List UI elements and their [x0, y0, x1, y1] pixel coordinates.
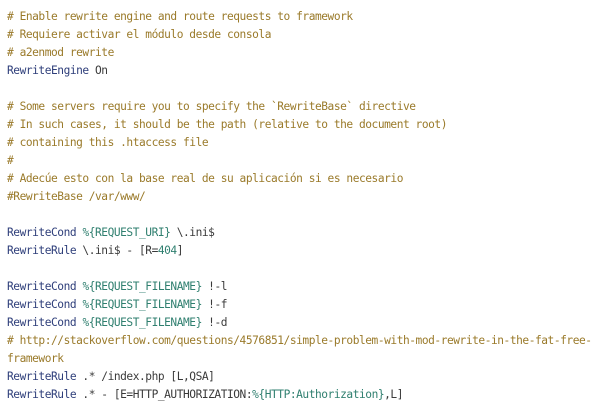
comment-text: # http://stackoverflow.com/questions/457…	[7, 334, 592, 347]
directive-argument: .* - [E=HTTP_AUTHORIZATION:	[76, 388, 253, 401]
code-line-21: RewriteRule .* /index.php [L,QSA]	[7, 368, 600, 386]
directive-argument: !-l	[201, 280, 228, 293]
directive-keyword: RewriteCond	[7, 316, 77, 329]
comment-text: # a2enmod rewrite	[7, 46, 114, 59]
flag-close: ]	[176, 244, 184, 257]
code-line-7: # In such cases, it should be the path (…	[7, 116, 600, 134]
comment-text: # In such cases, it should be the path (…	[7, 118, 447, 131]
comment-text: #	[7, 154, 14, 167]
directive-keyword: RewriteRule	[7, 388, 77, 401]
comment-text: # Adecúe esto con la base real de su apl…	[7, 172, 403, 185]
comment-text: # containing this .htaccess file	[7, 136, 209, 149]
server-variable: %{REQUEST_FILENAME}	[82, 280, 202, 293]
directive-argument: !-d	[201, 316, 228, 329]
directive-keyword: RewriteRule	[7, 370, 77, 383]
directive-keyword: RewriteCond	[7, 298, 77, 311]
code-line-20: framework	[7, 350, 600, 368]
code-line-22: RewriteRule .* - [E=HTTP_AUTHORIZATION:%…	[7, 386, 600, 404]
code-line-12-blank	[7, 206, 600, 224]
directive-argument: \.ini$	[170, 226, 215, 239]
code-line-9: #	[7, 152, 600, 170]
code-line-17: RewriteCond %{REQUEST_FILENAME} !-f	[7, 296, 600, 314]
server-variable: %{HTTP:Authorization}	[252, 388, 385, 401]
comment-text: framework	[7, 352, 64, 365]
code-line-14: RewriteRule \.ini$ - [R=404]	[7, 242, 600, 260]
directive-keyword: RewriteRule	[7, 244, 77, 257]
code-line-10: # Adecúe esto con la base real de su apl…	[7, 170, 600, 188]
code-line-3: # a2enmod rewrite	[7, 44, 600, 62]
code-line-6: # Some servers require you to specify th…	[7, 98, 600, 116]
code-line-16: RewriteCond %{REQUEST_FILENAME} !-l	[7, 278, 600, 296]
code-line-1: # Enable rewrite engine and route reques…	[7, 8, 600, 26]
server-variable: %{REQUEST_URI}	[82, 226, 171, 239]
code-line-19: # http://stackoverflow.com/questions/457…	[7, 332, 600, 350]
comment-text: #RewriteBase /var/www/	[7, 190, 146, 203]
directive-argument: On	[88, 64, 108, 77]
code-line-15-blank	[7, 260, 600, 278]
code-line-11: #RewriteBase /var/www/	[7, 188, 600, 206]
directive-keyword: RewriteCond	[7, 280, 77, 293]
directive-keyword: RewriteCond	[7, 226, 77, 239]
code-line-13: RewriteCond %{REQUEST_URI} \.ini$	[7, 224, 600, 242]
code-line-5-blank	[7, 80, 600, 98]
server-variable: %{REQUEST_FILENAME}	[82, 298, 202, 311]
directive-keyword: RewriteEngine	[7, 64, 89, 77]
flag-close: ,L]	[384, 388, 403, 401]
comment-text: # Requiere activar el módulo desde conso…	[7, 28, 271, 41]
code-line-4: RewriteEngine On	[7, 62, 600, 80]
status-code: 404	[157, 244, 177, 257]
comment-text: # Enable rewrite engine and route reques…	[7, 10, 353, 23]
directive-argument: !-f	[201, 298, 228, 311]
code-line-2: # Requiere activar el módulo desde conso…	[7, 26, 600, 44]
code-line-18: RewriteCond %{REQUEST_FILENAME} !-d	[7, 314, 600, 332]
server-variable: %{REQUEST_FILENAME}	[82, 316, 202, 329]
code-line-8: # containing this .htaccess file	[7, 134, 600, 152]
directive-argument: .* /index.php [L,QSA]	[76, 370, 215, 383]
directive-argument: \.ini$ - [R=	[76, 244, 158, 257]
comment-text: # Some servers require you to specify th…	[7, 100, 416, 113]
